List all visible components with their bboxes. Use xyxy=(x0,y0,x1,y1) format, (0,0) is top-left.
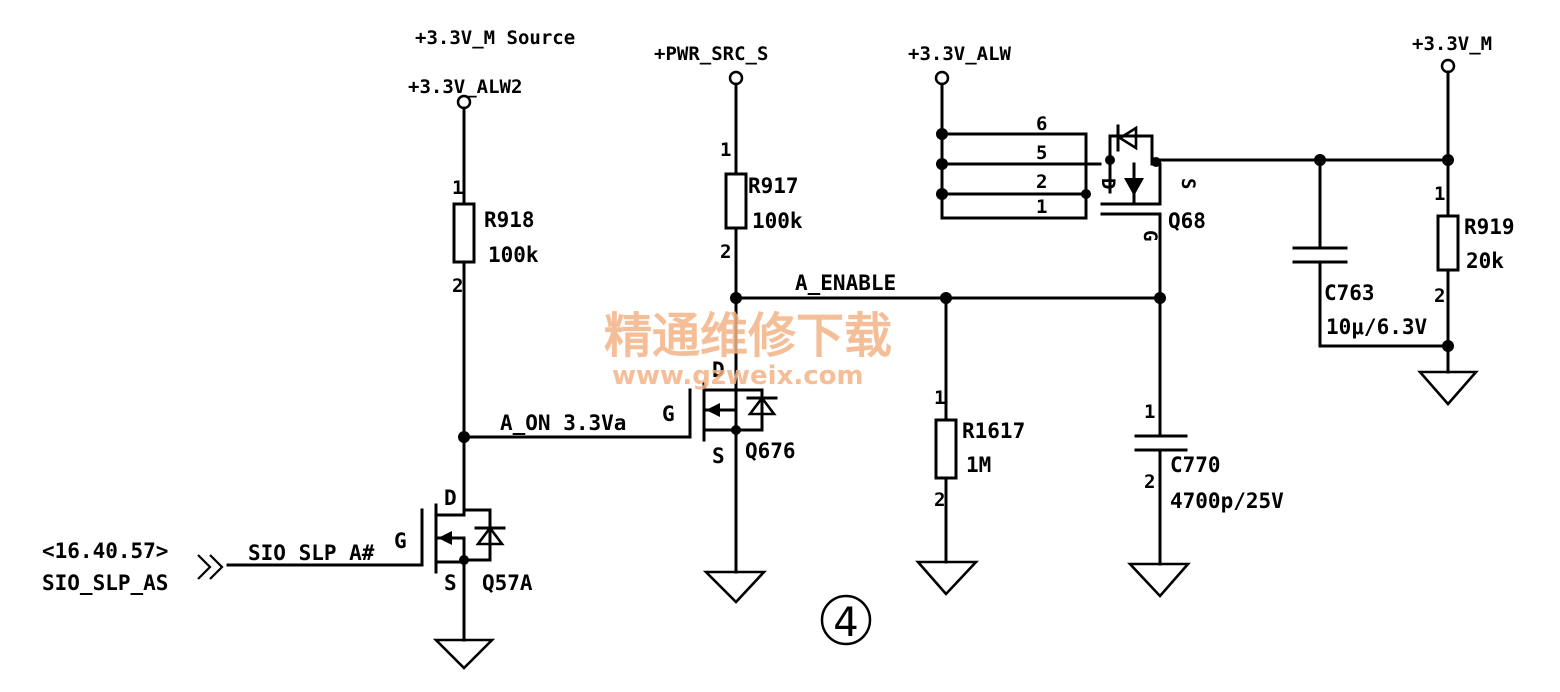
offpage-name: SIO_SLP_AS xyxy=(42,571,168,595)
c770-branch: 1 2 C770 4700p/25V xyxy=(1126,218,1284,598)
rail-label-alw: +3.3V_ALW xyxy=(908,43,1012,65)
q676-d: D xyxy=(712,358,725,382)
watermark: 精通维修下载 www.gzweix.com xyxy=(604,308,892,391)
r918-value: 100k xyxy=(488,243,539,267)
mosfet-q68: D S G Q68 xyxy=(1097,124,1206,300)
q68-pin1: 1 xyxy=(1036,196,1047,218)
ground-icon xyxy=(1417,370,1479,406)
v33m-terminal xyxy=(1440,58,1456,74)
q676-g: G xyxy=(662,402,675,426)
rail-label-v33m: +3.3V_M xyxy=(1412,33,1492,55)
section-marker: 4 xyxy=(820,594,872,646)
marker-glyph: 4 xyxy=(833,600,858,646)
r918-ref: R918 xyxy=(484,208,535,232)
pwr-src-branch: +PWR_SRC_S 1 2 R917 100k A_ENABLE xyxy=(654,43,1166,604)
r918-pin1: 1 xyxy=(452,177,463,199)
q57a-s: S xyxy=(444,571,457,595)
rail-label-alw2: +3.3V_ALW2 xyxy=(408,76,522,98)
net-label-sio-slp: SIO SLP A# xyxy=(248,541,375,565)
q68-pin6: 6 xyxy=(1036,113,1047,135)
offpage-connector-icon xyxy=(197,554,224,580)
alw2-terminal xyxy=(456,94,472,110)
watermark-text: 精通维修下载 xyxy=(604,308,892,364)
c763-ref: C763 xyxy=(1324,281,1375,305)
resistor-r918 xyxy=(452,202,476,264)
r919-pin2: 2 xyxy=(1434,285,1445,307)
c763-value: 10μ/6.3V xyxy=(1326,315,1428,339)
v33m-branch: +3.3V_M 1 2 R919 20k C763 10μ/6.3V xyxy=(1292,33,1515,406)
resistor-r917 xyxy=(724,172,748,230)
net-label-a-on: A_ON 3.3Va xyxy=(500,411,626,435)
r918-pin2: 2 xyxy=(452,275,463,297)
q68-d: D xyxy=(1097,178,1119,189)
mosfet-q676: D G S Q676 xyxy=(662,358,796,468)
r917-pin2: 2 xyxy=(720,241,731,263)
c770-ref: C770 xyxy=(1170,453,1221,477)
r919-value: 20k xyxy=(1466,249,1504,273)
q68-branch: +3.3V_ALW 6 5 2 1 xyxy=(908,43,1454,300)
ground-icon xyxy=(915,560,980,596)
mosfet-q57a: D G S Q57A xyxy=(226,486,533,642)
watermark-url: www.gzweix.com xyxy=(612,361,864,391)
q57a-ref: Q57A xyxy=(482,571,533,595)
ground-icon xyxy=(432,638,496,670)
offpage-ref: <16.40.57> xyxy=(42,539,168,563)
alw2-branch: +3.3V_M Source +3.3V_ALW2 1 2 R918 100k … xyxy=(42,27,692,670)
q68-pin2: 2 xyxy=(1036,171,1047,193)
q676-s: S xyxy=(712,444,725,468)
r1617-pin1: 1 xyxy=(934,387,945,409)
r1617-branch: 1 2 R1617 1M xyxy=(915,296,1025,596)
q68-s: S xyxy=(1177,178,1199,189)
c770-pin1: 1 xyxy=(1144,401,1155,423)
r917-value: 100k xyxy=(752,209,803,233)
q68-pin5: 5 xyxy=(1036,142,1047,164)
c770-value: 4700p/25V xyxy=(1170,489,1284,513)
resistor-r919 xyxy=(1436,214,1460,272)
q57a-g: G xyxy=(394,529,407,553)
net-label-a-enable: A_ENABLE xyxy=(795,271,896,295)
r919-ref: R919 xyxy=(1464,215,1515,239)
r919-pin1: 1 xyxy=(1434,183,1445,205)
r1617-ref: R1617 xyxy=(962,419,1025,443)
rail-label-pwr-src: +PWR_SRC_S xyxy=(654,43,768,65)
q68-ref: Q68 xyxy=(1168,209,1206,233)
pwr-src-terminal xyxy=(728,70,744,86)
q68-g: G xyxy=(1139,230,1161,241)
ground-icon xyxy=(702,570,767,604)
ground-icon xyxy=(1126,562,1191,598)
rail-label-source: +3.3V_M Source xyxy=(415,27,575,49)
r917-pin1: 1 xyxy=(720,139,731,161)
r917-ref: R917 xyxy=(748,174,799,198)
resistor-r1617 xyxy=(934,418,958,480)
alw-terminal xyxy=(934,70,950,86)
q57a-d: D xyxy=(444,486,457,510)
r1617-value: 1M xyxy=(966,453,991,477)
c770-pin2: 2 xyxy=(1144,471,1155,493)
q676-ref: Q676 xyxy=(745,439,796,463)
r1617-pin2: 2 xyxy=(934,489,945,511)
